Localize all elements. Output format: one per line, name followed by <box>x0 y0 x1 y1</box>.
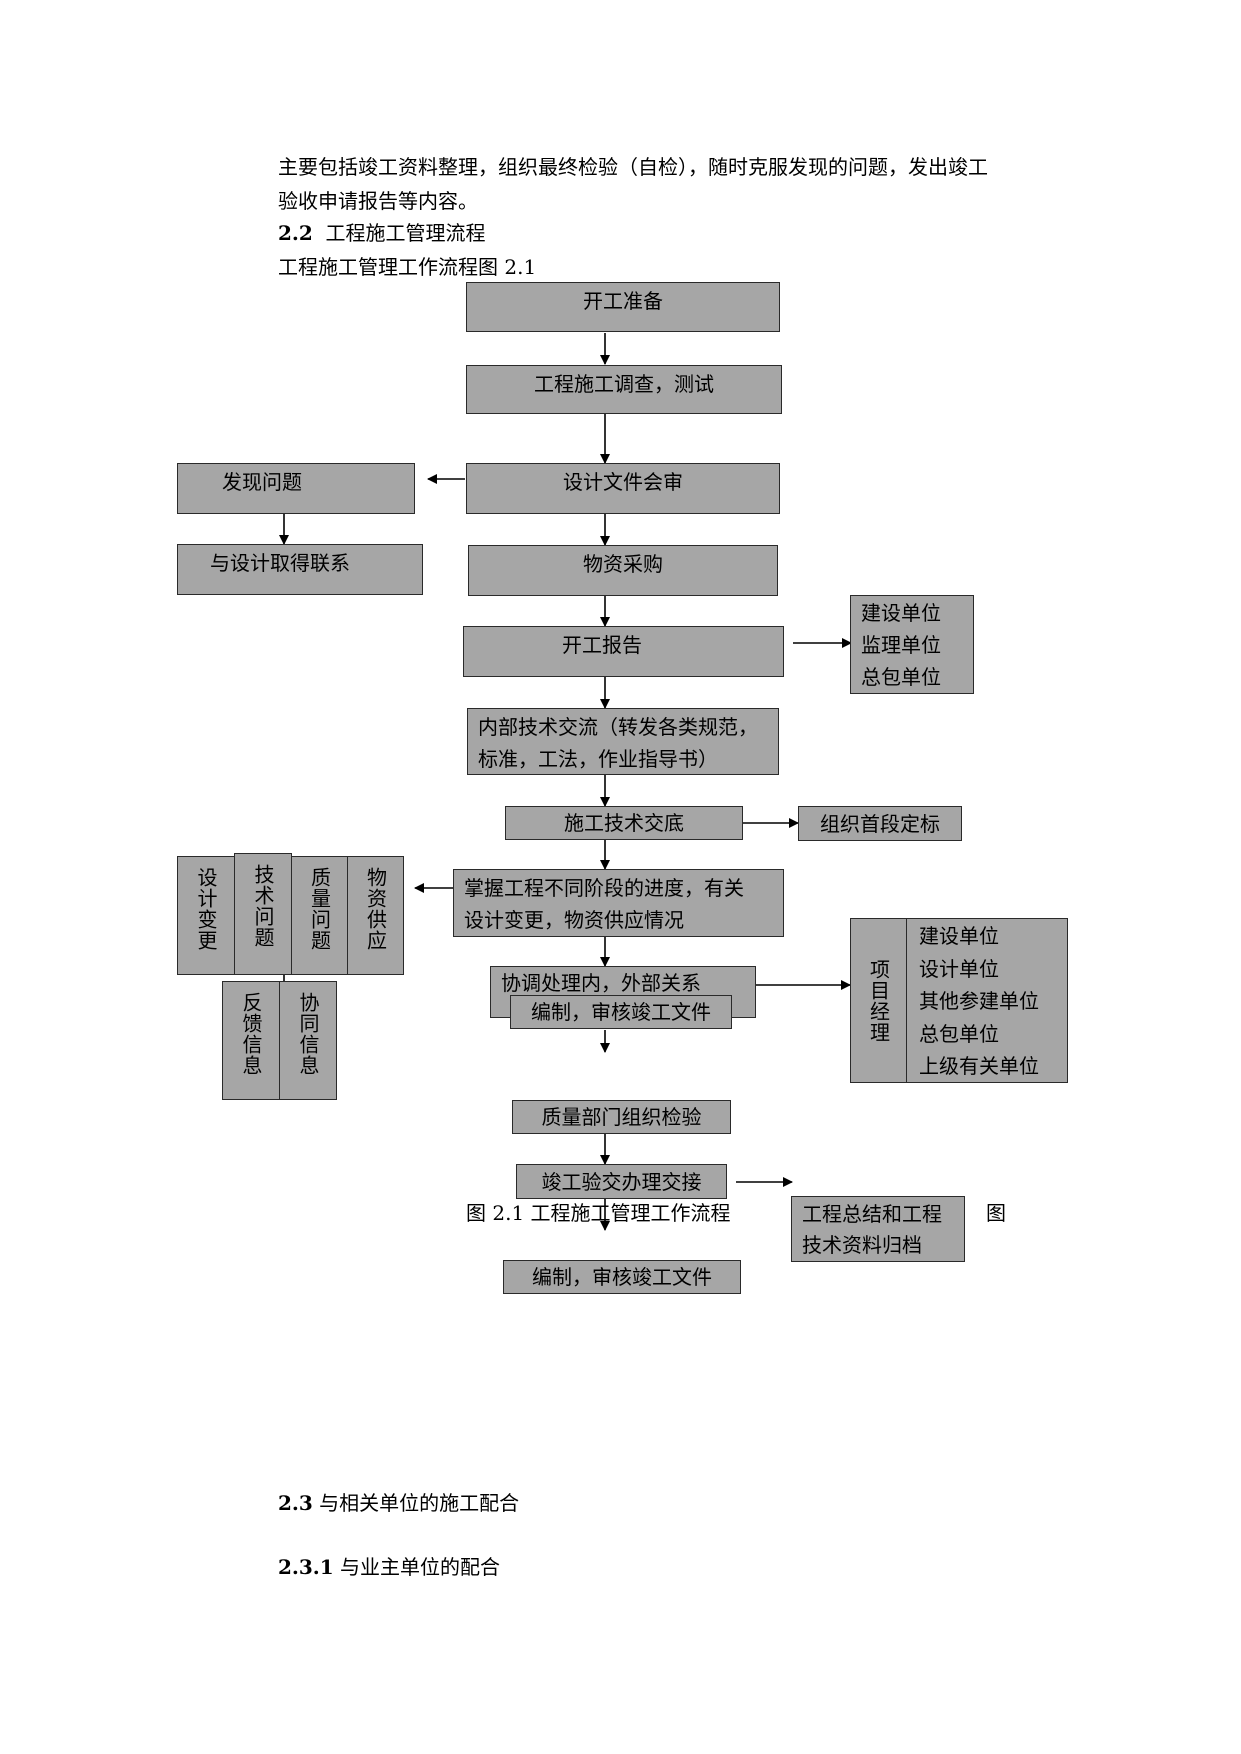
figure-caption-right: 图 <box>986 1201 1006 1225</box>
box-zhangwo: 掌握工程不同阶段的进度，有关 设计变更，物资供应情况 <box>453 869 784 937</box>
box-issue-materials: 物资供应 <box>347 856 404 975</box>
section-2-3-1-number: 2.3.1 <box>278 1555 334 1579</box>
zhangwo-line-1: 掌握工程不同阶段的进度，有关 <box>464 876 744 900</box>
neibu-jiaoliu-line-2: 标准，工法，作业指导书） <box>478 747 718 771</box>
zongjie-line-2: 技术资料归档 <box>802 1233 922 1257</box>
zhangwo-line-2: 设计变更，物资供应情况 <box>464 908 684 932</box>
box-sheji-huishen: 设计文件会审 <box>466 463 780 514</box>
box-zongjie: 工程总结和工程 技术资料归档 <box>791 1196 965 1262</box>
box-jungong-jiaojie: 竣工验交办理交接 <box>516 1164 727 1199</box>
box-zhiliang-jianyan: 质量部门组织检验 <box>512 1100 731 1134</box>
box-units-b: 建设单位 设计单位 其他参建单位 总包单位 上级有关单位 <box>906 918 1068 1083</box>
unit-b-item: 设计单位 <box>919 956 999 981</box>
section-2-2-number: 2.2 <box>278 221 313 245</box>
intro-line-1: 主要包括竣工资料整理，组织最终检验（自检），随时克服发现的问题，发出竣工 <box>278 155 988 179</box>
box-wuzi-caigou: 物资采购 <box>468 545 778 596</box>
neibu-jiaoliu-line-1: 内部技术交流（转发各类规范， <box>478 715 758 739</box>
box-diaocha-ceshi: 工程施工调查，测试 <box>466 365 782 414</box>
section-2-3-title: 与相关单位的施工配合 <box>319 1491 520 1515</box>
box-coordination-info: 协同信息 <box>279 981 337 1100</box>
box-shigong-jiaodi: 施工技术交底 <box>505 806 743 840</box>
box-issue-technical: 技术问题 <box>234 853 292 975</box>
section-2-3-number: 2.3 <box>278 1491 313 1515</box>
unit-a-item: 监理单位 <box>861 633 941 657</box>
intro-line-2: 验收申请报告等内容。 <box>278 189 478 213</box>
unit-b-item: 其他参建单位 <box>919 989 1039 1013</box>
unit-b-item: 上级有关单位 <box>919 1054 1039 1078</box>
box-issue-design-change: 设计变更 <box>177 856 235 975</box>
box-units-a: 建设单位 监理单位 总包单位 <box>850 595 974 694</box>
box-kaigong-zhunbei: 开工准备 <box>466 282 780 332</box>
box-faxian-wenti: 发现问题 <box>177 463 415 514</box>
box-kaigong-baogao: 开工报告 <box>463 626 784 677</box>
box-bianzhi-bottom: 编制，审核竣工文件 <box>503 1260 741 1294</box>
box-neibu-jiaoliu: 内部技术交流（转发各类规范， 标准，工法，作业指导书） <box>467 708 779 775</box>
box-feedback-info: 反馈信息 <box>222 981 280 1100</box>
flowchart-subtitle: 工程施工管理工作流程图 2.1 <box>278 255 537 279</box>
figure-caption-left: 图 2.1 工程施工管理工作流程 <box>466 1201 731 1225</box>
section-2-2-title: 工程施工管理流程 <box>325 221 486 245</box>
unit-a-item: 建设单位 <box>861 601 941 625</box>
section-2-3-1-heading: 2.3.1 与业主单位的配合 <box>278 1550 500 1584</box>
unit-b-item: 建设单位 <box>919 924 999 948</box>
box-sheji-lianxi: 与设计取得联系 <box>177 544 423 595</box>
section-2-3-1-title: 与业主单位的配合 <box>340 1555 501 1579</box>
box-issue-quality: 质量问题 <box>291 856 348 975</box>
unit-a-item: 总包单位 <box>861 665 941 689</box>
section-2-3-heading: 2.3 与相关单位的施工配合 <box>278 1486 519 1520</box>
box-shouduan-dingbiao: 组织首段定标 <box>798 806 962 841</box>
section-2-2-heading: 2.2 工程施工管理流程 <box>278 216 486 250</box>
box-bianzhi-overlay: 编制，审核竣工文件 <box>510 995 732 1029</box>
box-xiangmu-jingli: 项目经理 <box>850 918 907 1083</box>
unit-b-item: 总包单位 <box>919 1021 999 1046</box>
zongjie-line-1: 工程总结和工程 <box>802 1202 942 1226</box>
